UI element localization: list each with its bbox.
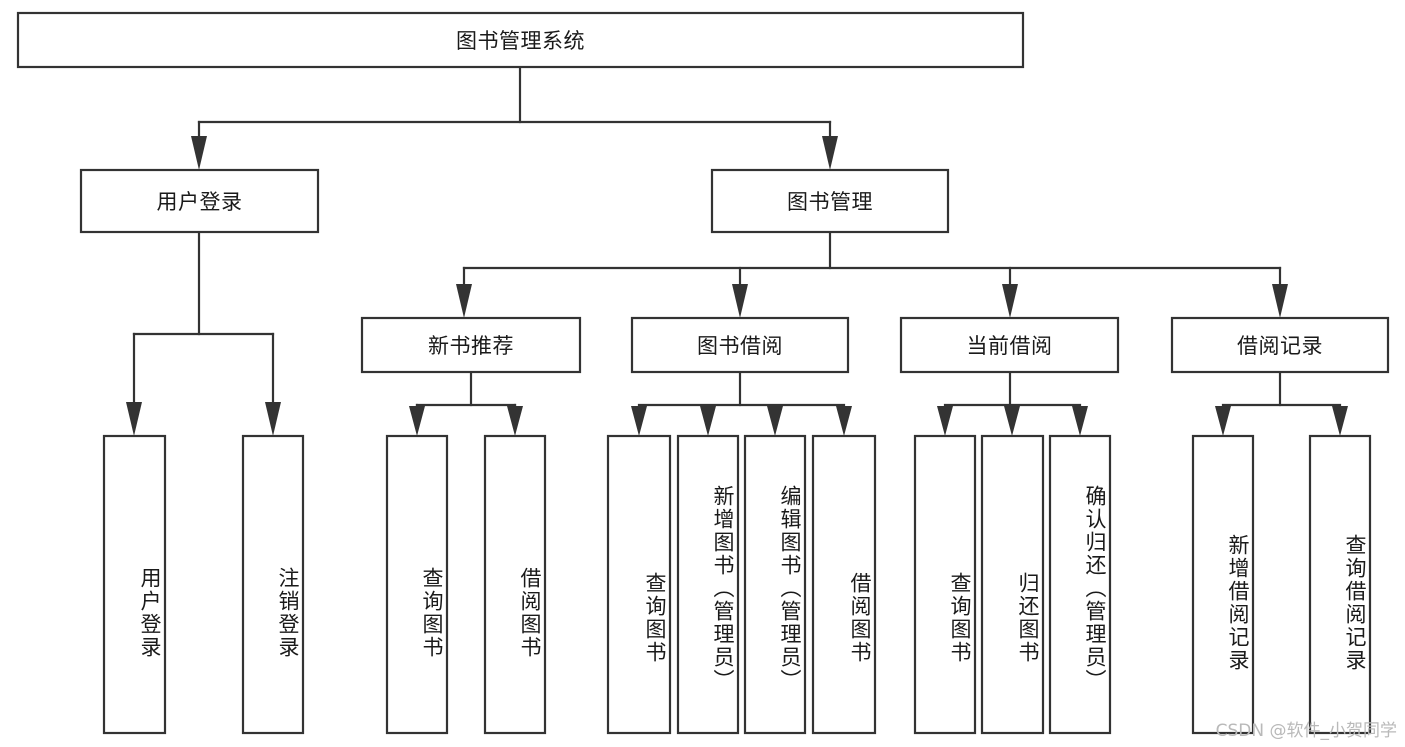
node-box-leaf-12[interactable] [1191, 434, 1255, 735]
node-box-newbook[interactable] [360, 316, 582, 374]
arrowhead-leaf-9 [937, 406, 953, 436]
arrowhead-leaf-1 [126, 402, 142, 436]
connector-group-current [937, 370, 1088, 436]
connector-group-root [191, 65, 838, 170]
node-box-leaf-8[interactable] [811, 434, 877, 735]
node-box-root[interactable] [16, 11, 1025, 69]
arrowhead-leaf-5 [631, 406, 647, 436]
arrowhead-leaf-10 [1004, 406, 1020, 436]
node-box-leaf-4[interactable] [483, 434, 547, 735]
node-box-leaf-5[interactable] [606, 434, 672, 735]
node-box-leaf-7[interactable] [743, 434, 807, 735]
arrowhead-borrow [732, 284, 748, 318]
arrowhead-leaf-11 [1072, 406, 1088, 436]
connector-group-records [1215, 370, 1348, 436]
arrowhead-newbook [456, 284, 472, 318]
node-box-leaf-11[interactable] [1048, 434, 1112, 735]
arrowhead-leaf-12 [1215, 406, 1231, 436]
connector-group-bookmgr [456, 230, 1288, 318]
connector-group-newbook [409, 370, 523, 436]
arrowhead-bookmgr [822, 136, 838, 170]
arrowhead-leaf-4 [507, 406, 523, 436]
node-box-leaf-3[interactable] [385, 434, 449, 735]
arrowhead-leaf-7 [767, 406, 783, 436]
arrowhead-login [191, 136, 207, 170]
connector-group-login [126, 230, 281, 436]
node-box-leaf-10[interactable] [980, 434, 1045, 735]
node-box-leaf-1[interactable] [102, 434, 167, 735]
node-box-records[interactable] [1170, 316, 1390, 374]
arrowhead-current [1002, 284, 1018, 318]
arrowhead-leaf-13 [1332, 406, 1348, 436]
node-box-leaf-6[interactable] [676, 434, 740, 735]
node-box-leaf-13[interactable] [1308, 434, 1372, 735]
arrowhead-leaf-6 [700, 406, 716, 436]
arrowhead-leaf-3 [409, 406, 425, 436]
arrowhead-leaf-8 [836, 406, 852, 436]
node-box-borrow[interactable] [630, 316, 850, 374]
node-box-leaf-9[interactable] [913, 434, 977, 735]
node-box-leaf-2[interactable] [241, 434, 305, 735]
node-box-current[interactable] [899, 316, 1120, 374]
connector-group-borrow [631, 370, 852, 436]
node-box-login[interactable] [79, 168, 320, 234]
arrowhead-leaf-2 [265, 402, 281, 436]
arrowhead-records [1272, 284, 1288, 318]
node-box-bookmgr[interactable] [710, 168, 950, 234]
